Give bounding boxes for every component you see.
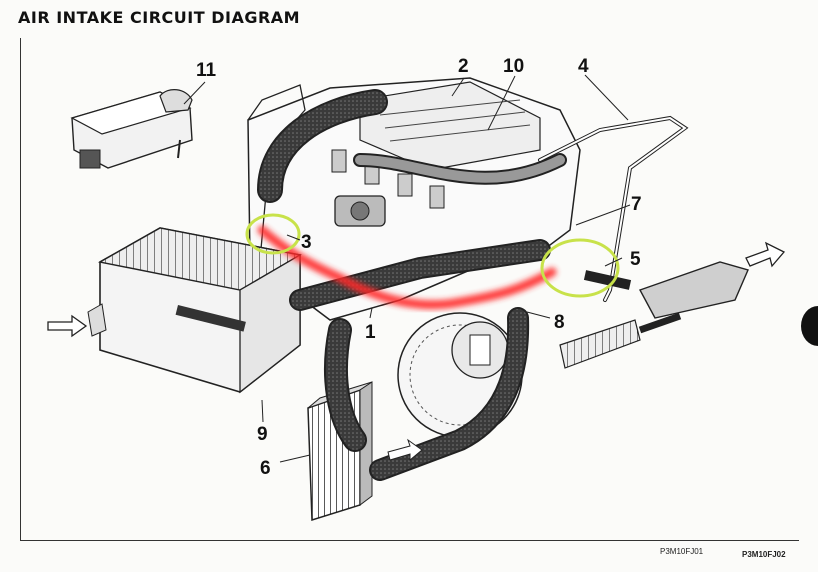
callout-10: 10: [503, 56, 524, 77]
highlighted-air-path: [257, 225, 557, 310]
diagram-frame: [20, 38, 799, 541]
intake-hoses: [257, 89, 689, 481]
callout-11: 11: [196, 60, 217, 81]
leader-lines: [183, 74, 631, 463]
callout-2: 2: [458, 56, 469, 77]
exhaust-pipe: [387, 241, 786, 462]
callout-1: 1: [365, 322, 376, 343]
figure-code-1: P3M10FJ01: [660, 547, 704, 556]
page-tab-marker: [801, 306, 818, 346]
callout-4: 4: [578, 56, 589, 77]
callout-9: 9: [257, 424, 268, 445]
part-11-drawing: [70, 89, 193, 169]
callout-8: 8: [554, 312, 565, 333]
callout-5: 5: [630, 249, 641, 270]
figure-code-2: P3M10FJ02: [742, 550, 786, 559]
callout-6: 6: [260, 458, 271, 479]
callout-3: 3: [301, 232, 312, 253]
highlight-circle-5: [540, 238, 620, 298]
page-title: AIR INTAKE CIRCUIT DIAGRAM: [18, 8, 301, 27]
air-filter-box: [47, 227, 302, 394]
highlight-circle-3: [245, 213, 301, 255]
callout-7: 7: [631, 194, 642, 215]
